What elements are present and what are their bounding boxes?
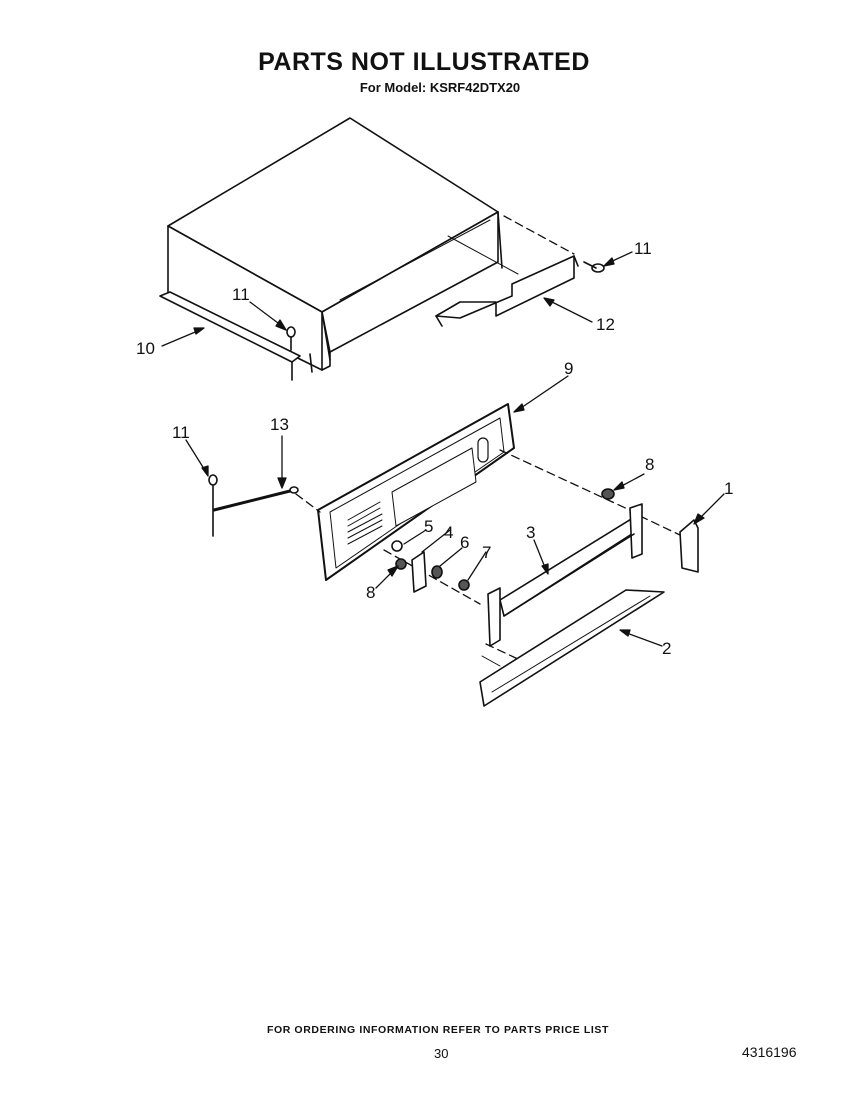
screw-part-11b [286,326,296,351]
callout-6: 6 [460,533,469,552]
callout-11-lower: 11 [172,423,190,442]
bottom-rail-part [159,291,313,381]
leader-lines-lower [185,375,725,647]
callout-2: 2 [662,639,671,658]
screw-part-11c [208,474,218,537]
callout-11-right: 11 [634,239,652,258]
callout-8-lower: 8 [366,583,375,602]
base-trim-part-2 [479,589,665,707]
rail-part-3 [487,503,643,647]
page-title: PARTS NOT ILLUSTRATED [258,48,590,76]
bracket-part-12 [435,235,579,327]
alignment-line [503,215,575,255]
callout-1: 1 [724,479,733,498]
callout-7: 7 [482,543,491,562]
page-number: 30 [434,1046,449,1061]
callout-3: 3 [526,523,535,542]
callout-8-upper: 8 [645,455,654,474]
callout-12: 12 [596,315,615,334]
trim-part-1 [679,519,699,573]
document-number: 4316196 [742,1044,797,1060]
callout-13: 13 [270,415,289,434]
model-subtitle: For Model: KSRF42DTX20 [359,80,521,95]
callout-10: 10 [136,339,155,358]
shaft-part-13 [212,486,299,512]
top-cover-part [167,117,503,371]
screw-part-11a [583,261,605,273]
front-panel-part-9 [317,403,515,581]
ordering-info-note: FOR ORDERING INFORMATION REFER TO PARTS … [266,1024,610,1036]
leader-lines-upper [161,251,633,347]
hardware-parts-4-8 [391,488,615,593]
callout-4: 4 [444,523,453,542]
callout-11-left: 11 [232,285,250,304]
callout-5: 5 [424,517,433,536]
callout-9: 9 [564,359,573,378]
